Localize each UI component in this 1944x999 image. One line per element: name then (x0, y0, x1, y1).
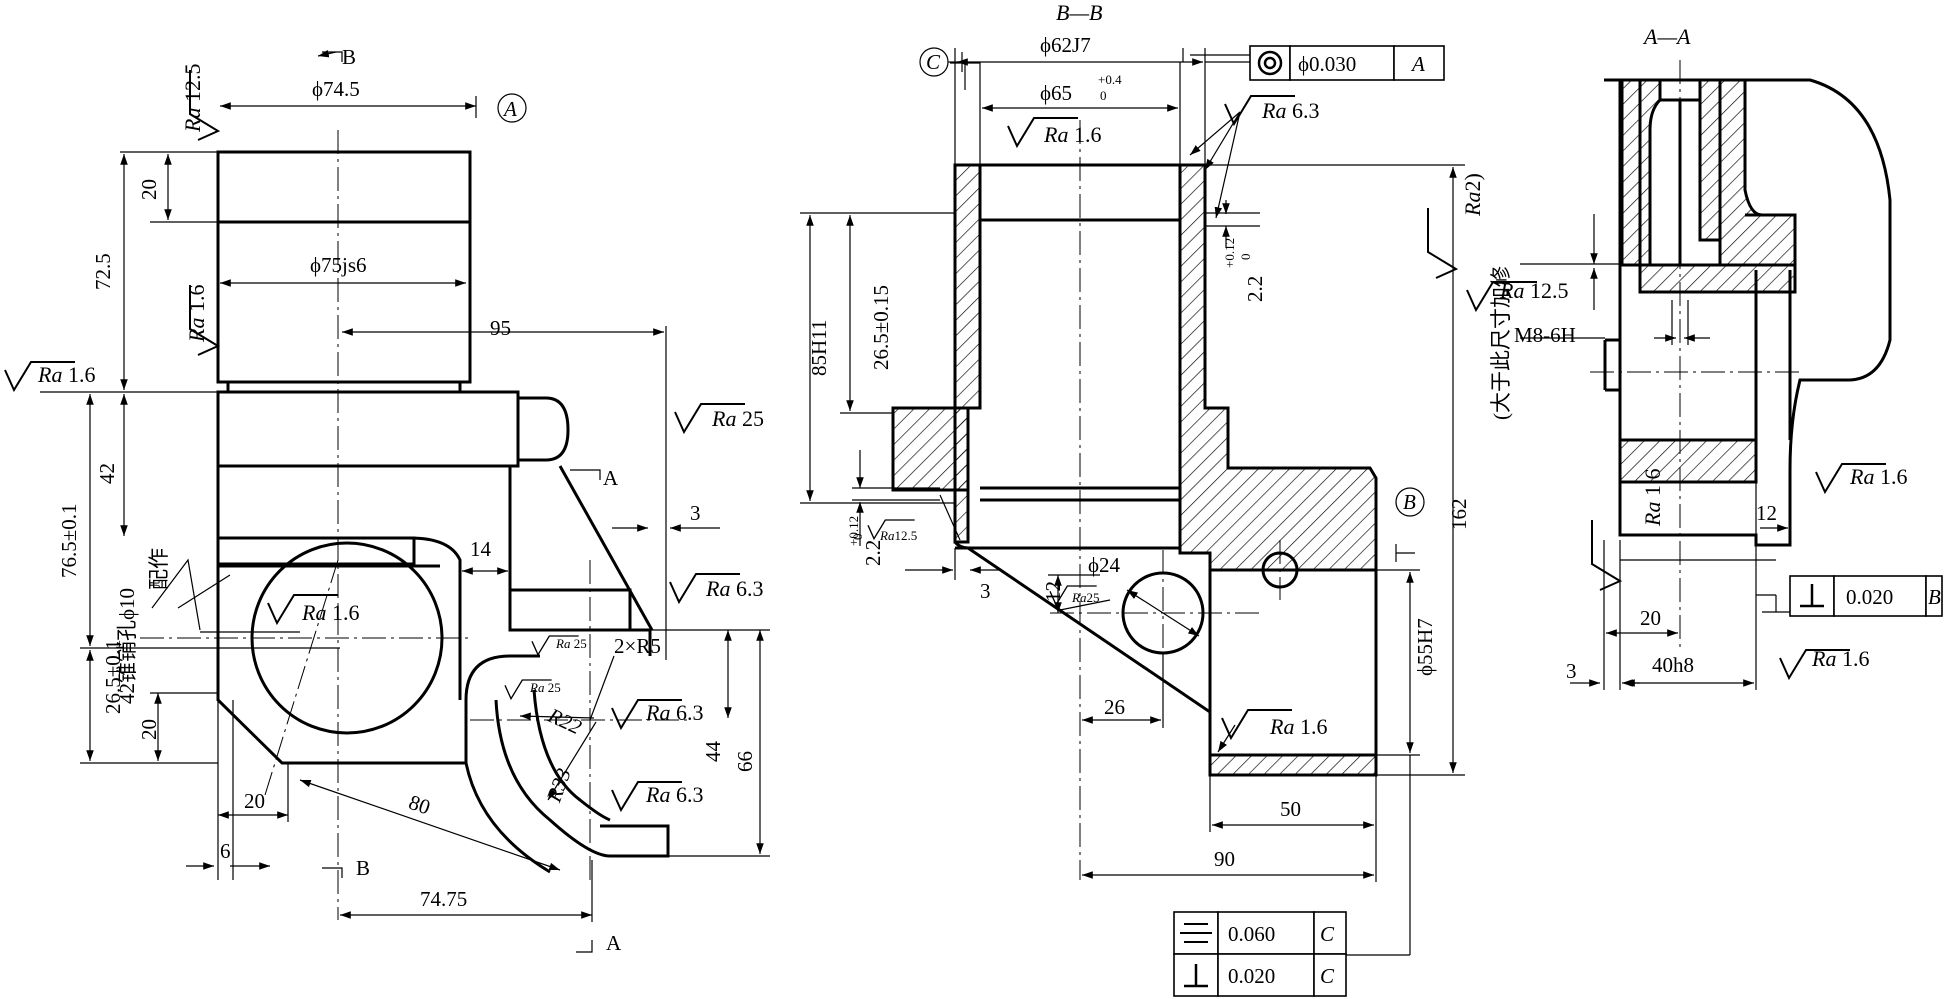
dim-26-5-bb: 26.5±0.15 (869, 285, 893, 370)
dim-3-aa: 3 (1566, 659, 1577, 683)
perpendicularity-tolerance-frame-aa: 0.020 B (1789, 575, 1943, 617)
section-aa-view (1466, 60, 1892, 690)
dim-2-2-bottom-upper: +0.12 (846, 516, 861, 546)
ra-1-6-bottom: Ra 1.6 (1269, 714, 1327, 739)
pin-hole-fit: 配作 (147, 548, 171, 590)
section-aa-labels: A—A Ra 12.5 M8-6H Ra 1.6 12 Ra 1.6 20 3 … (1499, 24, 1907, 683)
concentricity-value: ϕ0.030 (1298, 52, 1356, 76)
dim-phi75js6: ϕ75js6 (310, 253, 367, 277)
dim-phi74-5: ϕ74.5 (312, 77, 360, 101)
section-bb-view (800, 47, 1465, 956)
dim-phi65-upper-tol: +0.4 (1098, 72, 1122, 87)
dim-66: 66 (733, 751, 757, 772)
ra-25-hole: Ra25 (1071, 590, 1099, 605)
section-bb-title: B—B (1056, 0, 1102, 25)
dim-76-5: 76.5±0.1 (57, 503, 81, 578)
ra-6-3-arm: Ra 6.3 (705, 576, 763, 601)
dim-M8-6H: M8-6H (1514, 323, 1576, 347)
section-a-upper: A (603, 466, 619, 490)
dim-2-2-bottom-lower: 0 (850, 534, 865, 541)
dim-2xR5: 2×R5 (614, 634, 661, 658)
ra-1-6-aa-left: Ra 1.6 (1640, 469, 1665, 527)
front-view (4, 49, 770, 953)
ra-1-6-left: Ra 1.6 (37, 362, 95, 387)
dim-3-left: 3 (690, 501, 701, 525)
ra-25-fillet: Ra 25 (555, 636, 587, 651)
dim-80: 80 (406, 790, 434, 820)
dim-phi65: ϕ65 (1040, 81, 1072, 105)
ra-12-5-small: Ra12.5 (879, 528, 917, 543)
oversize-note: (大于此尺寸加修 (1489, 266, 1513, 420)
symmetry-datum: C (1320, 922, 1335, 946)
concentricity-datum: A (1410, 52, 1425, 76)
ra-1-6-bore: Ra 1.6 (301, 600, 359, 625)
dim-2-2-top-upper: +0.12 (1222, 238, 1237, 268)
ra-1-6-cyl: Ra 1.6 (184, 285, 209, 343)
concentricity-tolerance-frame: ϕ0.030 A (1249, 45, 1445, 81)
ra-12-5-top: Ra 12.5 (180, 64, 205, 133)
dim-phi24: ϕ24 (1088, 553, 1121, 577)
pin-hole-note: 42锥销孔ϕ10 (115, 588, 139, 704)
dim-14: 14 (470, 537, 492, 561)
symmetry-value: 0.060 (1228, 922, 1275, 946)
dim-2-2-top-lower: 0 (1238, 254, 1253, 261)
front-view-labels: ϕ74.5 B A ϕ75js6 20 72.5 Ra 12.5 Ra 1.6 … (37, 45, 764, 955)
dim-phi65-lower-tol: 0 (1100, 88, 1107, 103)
dim-20-aa: 20 (1640, 606, 1661, 630)
dim-72-5: 72.5 (91, 253, 115, 290)
ra-6-3-lug: Ra 6.3 (645, 700, 703, 725)
dim-12-aa: 12 (1756, 501, 1777, 525)
perpendicularity-tolerance-frame-bb: 0.020 C (1173, 953, 1347, 997)
perpendicularity-bb-value: 0.020 (1228, 964, 1275, 988)
ra-1-6-aa-bottom: Ra 1.6 (1811, 646, 1869, 671)
perpendicularity-aa-value: 0.020 (1846, 585, 1893, 609)
dim-44: 44 (701, 741, 725, 763)
section-a-lower: A (606, 931, 622, 955)
ra-25-arm: Ra 25 (711, 406, 764, 431)
ra-1-6-bore: Ra 1.6 (1043, 122, 1101, 147)
symmetry-tolerance-frame: 0.060 C (1173, 911, 1347, 955)
dim-12-bb: 12 (1041, 581, 1065, 602)
section-bb-labels: B—B C ϕ62J7 ϕ65 +0.4 0 Ra 1.6 Ra 6.3 85H… (807, 0, 1513, 871)
datum-a-label: A (502, 97, 517, 121)
ra-6-3-groove: Ra 6.3 (1261, 98, 1319, 123)
dim-phi62J7: ϕ62J7 (1040, 33, 1091, 57)
dim-R22: R22 (544, 703, 586, 740)
dim-20-top: 20 (137, 179, 161, 200)
ra-6-3-lug-bottom: Ra 6.3 (645, 782, 703, 807)
ra-12-5-aa: Ra 12.5 (1499, 278, 1568, 303)
ra-25-lug: Ra 25 (529, 680, 561, 695)
dim-40h8: 40h8 (1652, 653, 1694, 677)
section-aa-title: A—A (1642, 24, 1691, 49)
dim-50: 50 (1280, 797, 1301, 821)
dim-26-5: 26.5±0.1 (101, 639, 125, 714)
dim-2-2-top: 2.2 (1243, 276, 1267, 302)
dim-85H11: 85H11 (807, 320, 831, 376)
ra-2-note: Ra2) (1460, 173, 1485, 217)
ra-1-6-aa-right: Ra 1.6 (1849, 464, 1907, 489)
dim-2-2-bottom: 2.2 (861, 540, 885, 566)
dim-20-low: 20 (137, 719, 161, 740)
dim-42: 42 (95, 463, 119, 484)
dim-162: 162 (1447, 499, 1471, 531)
dim-3-bb: 3 (980, 579, 991, 603)
datum-c-label: C (926, 50, 941, 74)
dim-74-75: 74.75 (420, 887, 467, 911)
datum-b-label: B (1403, 490, 1416, 514)
perpendicularity-aa-datum: B (1928, 585, 1941, 609)
dim-6: 6 (220, 839, 231, 863)
dim-90: 90 (1214, 847, 1235, 871)
perpendicularity-bb-datum: C (1320, 964, 1335, 988)
dim-phi55H7: ϕ55H7 (1413, 618, 1437, 676)
dim-95: 95 (490, 316, 511, 340)
dim-20-bottom: 20 (244, 789, 265, 813)
section-b-top: B (342, 45, 356, 69)
dim-26-bb: 26 (1104, 695, 1125, 719)
dim-R33: R33 (541, 765, 575, 806)
section-b-bottom: B (356, 856, 370, 880)
